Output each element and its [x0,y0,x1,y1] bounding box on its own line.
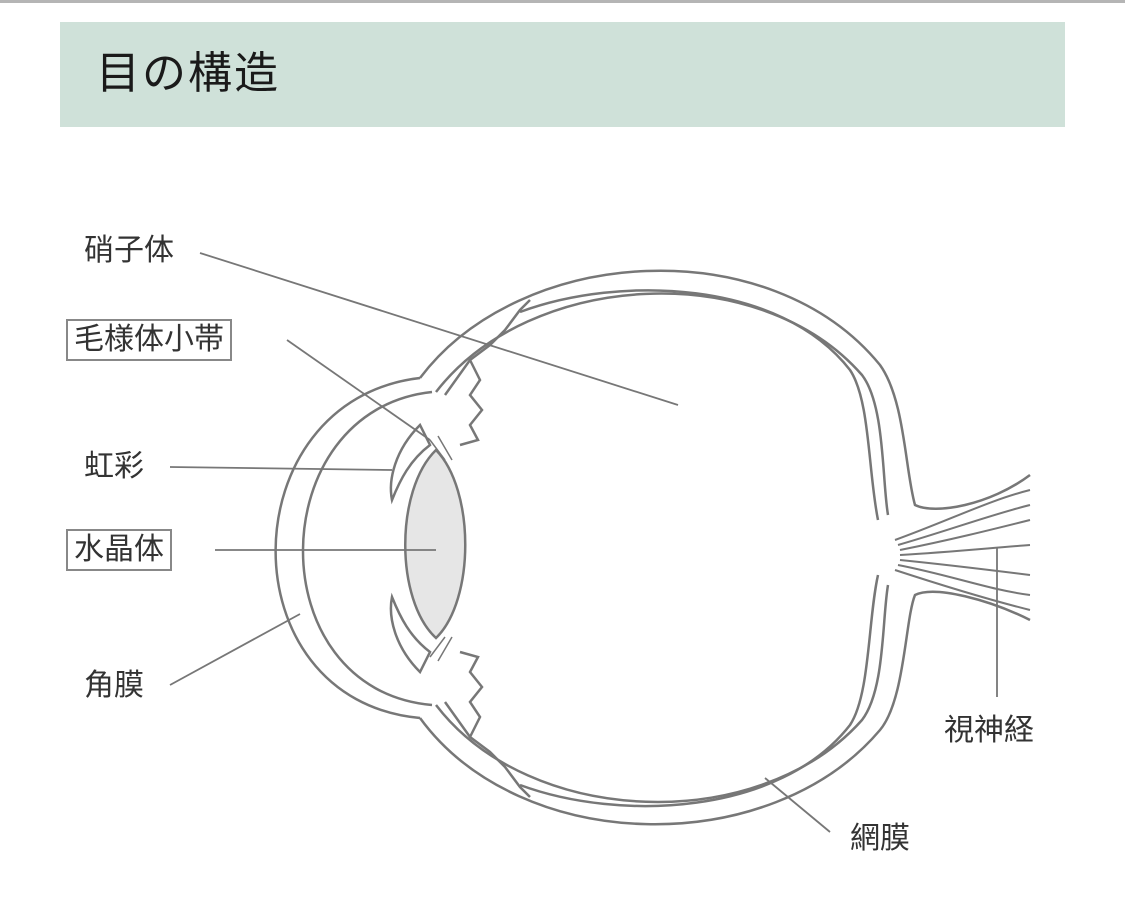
retina-layer-bottom [519,574,880,808]
top-rule [0,0,1125,3]
ciliary-bottom [443,650,531,798]
label-cornea: 角膜 [84,668,144,703]
sclera-outer-bottom [418,590,1031,826]
label-lens: 水晶体 [66,529,172,571]
sclera-inner-bottom [435,584,890,804]
iris-bottom [389,592,432,675]
leader-cornea [169,613,301,686]
label-vitreous: 硝子体 [84,233,174,268]
ciliary-top [443,299,531,447]
iris-top [389,422,432,505]
leader-zonule [286,339,431,441]
page-title: 目の構造 [96,48,280,99]
label-iris: 虹彩 [84,449,144,484]
sclera-inner [435,292,890,516]
title-banner: 目の構造 [60,22,1065,127]
optic-nerve-fibers [894,489,1031,611]
leader-iris [169,466,393,471]
leader-vitreous [199,252,679,406]
lens-shape [404,448,467,640]
label-retina: 網膜 [850,821,910,856]
retina-layer [519,289,880,521]
sclera-outer [419,269,1031,510]
label-zonule: 毛様体小帯 [66,319,232,361]
label-optic-nerve: 視神経 [944,713,1034,748]
leader-retina [764,777,831,833]
